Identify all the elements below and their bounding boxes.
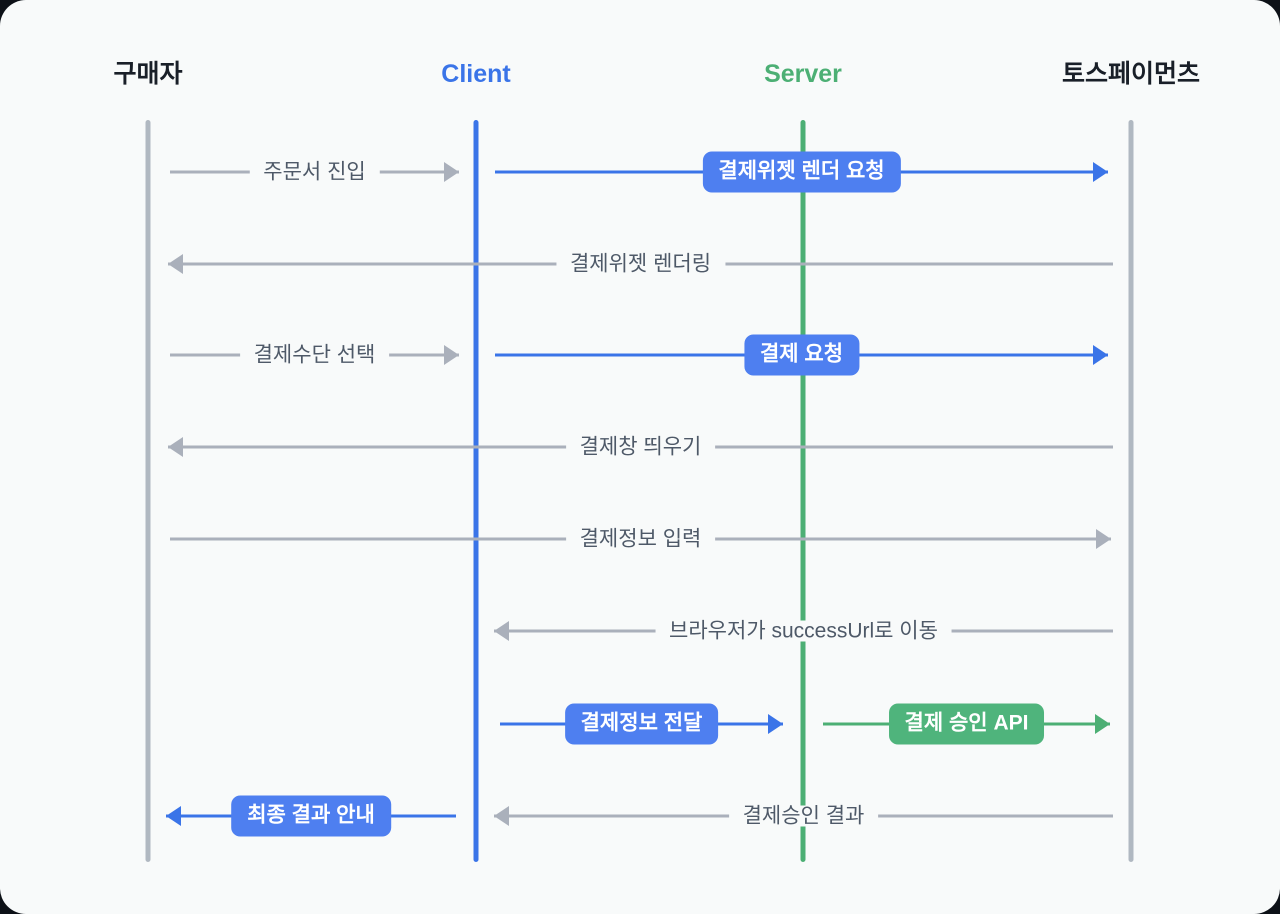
message-label-m6: 브라우저가 successUrl로 이동 xyxy=(655,620,952,642)
message-label-m3a: 결제수단 선택 xyxy=(239,344,390,366)
message-label-m3b: 결제 요청 xyxy=(743,334,860,376)
lifeline-buyer xyxy=(145,120,151,862)
arrow-head-right xyxy=(1093,345,1108,365)
arrow-head-left xyxy=(168,437,183,457)
arrow-head-right xyxy=(444,345,459,365)
message-label-m5: 결제정보 입력 xyxy=(565,528,716,550)
lifeline-server xyxy=(800,120,806,862)
message-label-m8a: 최종 결과 안내 xyxy=(231,795,391,837)
arrow-head-right xyxy=(444,162,459,182)
message-label-m4: 결제창 띄우기 xyxy=(565,436,716,458)
message-label-m2: 결제위젯 렌더링 xyxy=(555,253,726,275)
message-label-m8b: 결제승인 결과 xyxy=(728,805,879,827)
arrow-head-right xyxy=(1095,714,1110,734)
lifeline-toss xyxy=(1128,120,1134,862)
arrow-head-left xyxy=(494,621,509,641)
actor-label-server: Server xyxy=(764,60,842,88)
actor-label-buyer: 구매자 xyxy=(113,60,183,88)
message-label-m1b: 결제위젯 렌더 요청 xyxy=(702,151,901,193)
arrow-head-right xyxy=(768,714,783,734)
arrow-head-left xyxy=(166,806,181,826)
message-label-m1a: 주문서 진입 xyxy=(249,161,380,183)
message-label-m7b: 결제 승인 API xyxy=(888,703,1045,745)
message-label-m7a: 결제정보 전달 xyxy=(564,703,719,745)
arrow-head-left xyxy=(494,806,509,826)
actor-label-toss: 토스페이먼츠 xyxy=(1061,60,1201,88)
arrow-head-left xyxy=(168,254,183,274)
arrow-head-right xyxy=(1093,162,1108,182)
actor-label-client: Client xyxy=(441,60,511,88)
lifeline-client xyxy=(473,120,479,862)
arrow-head-right xyxy=(1096,529,1111,549)
